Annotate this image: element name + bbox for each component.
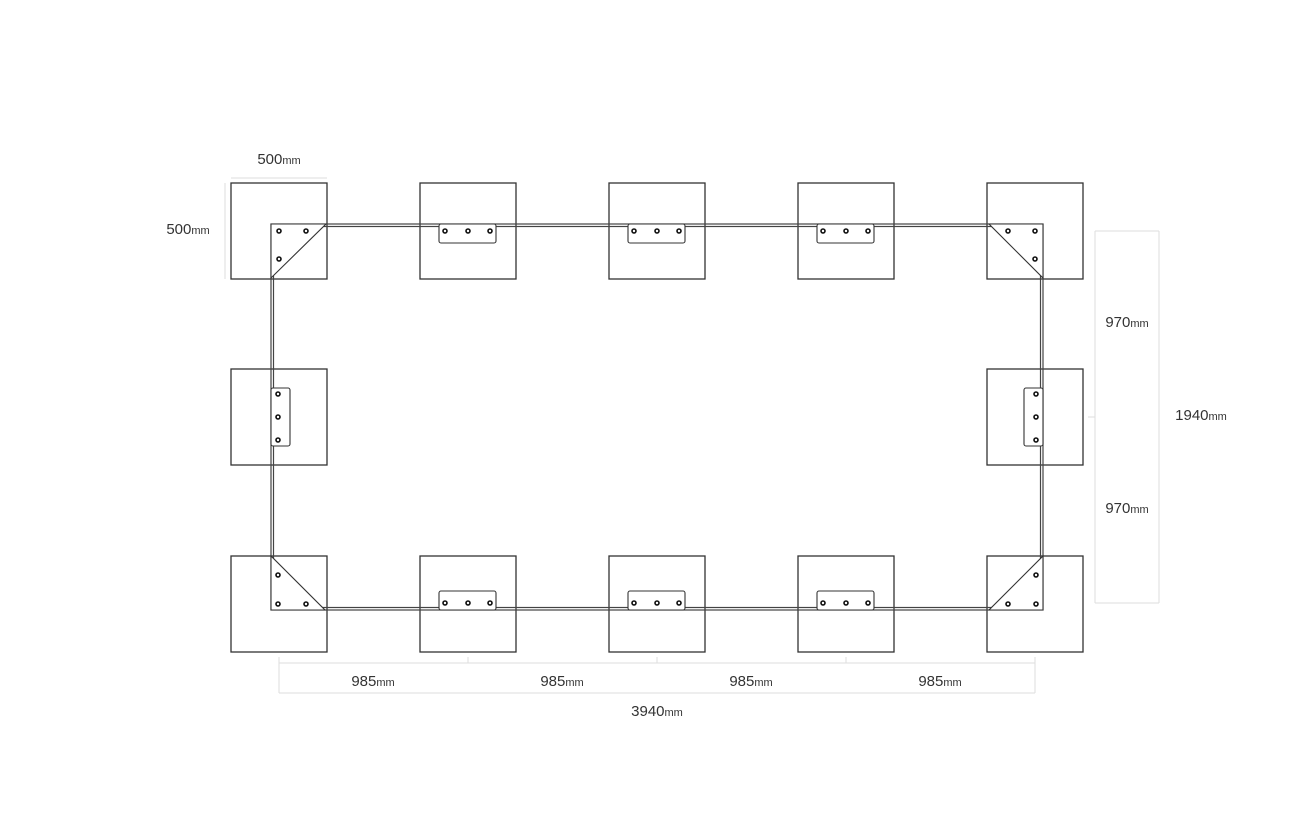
dimension-vertical: 970mm 970mm 1940mm	[1088, 230, 1227, 604]
segment-label: 985mm	[540, 673, 583, 690]
bolt-hole	[820, 600, 826, 606]
bolt-hole	[820, 228, 826, 234]
bolt-hole	[654, 600, 660, 606]
bolt-hole	[442, 228, 448, 234]
svg-text:500mm: 500mm	[257, 151, 300, 168]
corner-bracket	[270, 554, 327, 611]
segment-label: 985mm	[918, 673, 961, 690]
bolt-hole	[1033, 391, 1039, 397]
bolt-hole	[276, 256, 282, 262]
dimension-horizontal: 985mm 985mm 985mm 985mm 3940mm	[278, 657, 1036, 720]
bolt-hole	[631, 600, 637, 606]
bolt-hole	[303, 228, 309, 234]
segment-label: 970mm	[1105, 500, 1148, 517]
bolt-hole	[487, 600, 493, 606]
bolt-hole	[465, 228, 471, 234]
dimension-pad-height: 500mm	[166, 183, 226, 279]
segment-label: 970mm	[1105, 314, 1148, 331]
bolt-hole	[1033, 437, 1039, 443]
corner-bracket	[270, 223, 328, 280]
bolt-hole	[843, 228, 849, 234]
bolt-hole	[865, 228, 871, 234]
dimension-pad-width: 500mm	[231, 151, 327, 179]
bolt-hole	[465, 600, 471, 606]
bolt-hole	[1005, 601, 1011, 607]
bolt-hole	[1032, 228, 1038, 234]
svg-text:500mm: 500mm	[166, 221, 209, 238]
base-pads	[230, 182, 1084, 653]
bolt-hole	[487, 228, 493, 234]
bolt-hole	[1033, 414, 1039, 420]
bolt-hole	[1033, 572, 1039, 578]
total-width-label: 3940mm	[631, 703, 683, 720]
bolt-hole	[631, 228, 637, 234]
bolt-hole	[1032, 256, 1038, 262]
bolt-hole	[676, 600, 682, 606]
corner-bracket	[987, 554, 1044, 611]
bolt-hole	[275, 437, 281, 443]
bolt-hole	[275, 391, 281, 397]
bolt-hole	[865, 600, 871, 606]
connector-plates	[270, 223, 1044, 611]
bolt-hole	[442, 600, 448, 606]
total-height-label: 1940mm	[1175, 407, 1227, 424]
bolt-hole	[275, 414, 281, 420]
bolt-hole	[1005, 228, 1011, 234]
corner-bracket	[987, 223, 1044, 280]
segment-label: 985mm	[351, 673, 394, 690]
bolt-hole	[276, 228, 282, 234]
bolt-hole	[654, 228, 660, 234]
segment-label: 985mm	[729, 673, 772, 690]
bolt-hole	[1033, 601, 1039, 607]
bolt-hole	[275, 601, 281, 607]
bolt-hole	[676, 228, 682, 234]
frame-rail	[270, 223, 1044, 611]
bolt-hole	[275, 572, 281, 578]
bolt-hole	[303, 601, 309, 607]
bolt-hole	[843, 600, 849, 606]
